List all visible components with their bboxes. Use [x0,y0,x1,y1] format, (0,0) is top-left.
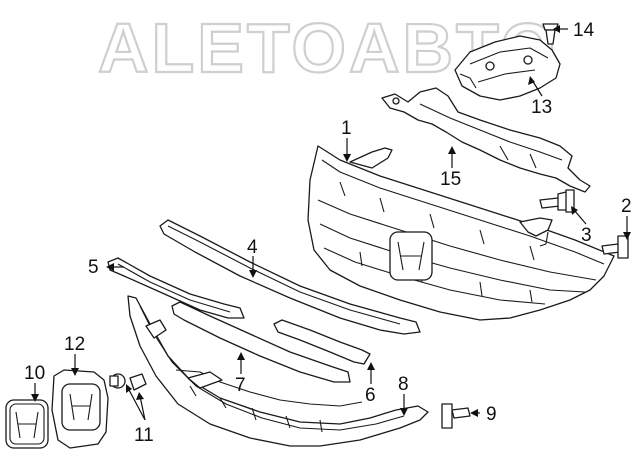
part-9-screw [441,403,471,429]
callout-8: 8 [398,374,409,395]
part-2-bolt [601,235,629,259]
part-1-grille [307,145,615,321]
callout-14: 14 [573,20,595,41]
callout-1: 1 [341,118,352,139]
arrowheads [31,25,631,417]
callout-5: 5 [88,257,99,278]
part-5-molding-strip [107,257,245,319]
part-4-upper-molding [159,219,421,335]
part-15-lower-bracket [381,87,591,193]
callout-4: 4 [247,237,258,258]
part-11-clips [109,373,147,391]
callout-7: 7 [235,375,246,396]
part-8-lower-grille [127,295,429,447]
part-12-emblem-base [51,369,109,449]
callout-3: 3 [581,225,592,246]
callout-9: 9 [486,404,497,425]
part-3-screw [539,189,575,213]
part-7-lower-molding [171,301,351,383]
callout-15: 15 [440,169,461,190]
callout-labels: 14 13 1 15 2 3 4 5 7 6 8 9 10 12 11 [24,20,632,446]
part-10-emblem [5,399,49,449]
callout-12: 12 [64,334,85,355]
callout-10: 10 [24,363,45,384]
callout-11: 11 [134,425,154,446]
part-6-small-molding [273,319,371,365]
part-13-upper-bracket [454,35,561,101]
callout-13: 13 [531,97,552,118]
callout-6: 6 [365,385,376,406]
callout-2: 2 [621,196,632,217]
